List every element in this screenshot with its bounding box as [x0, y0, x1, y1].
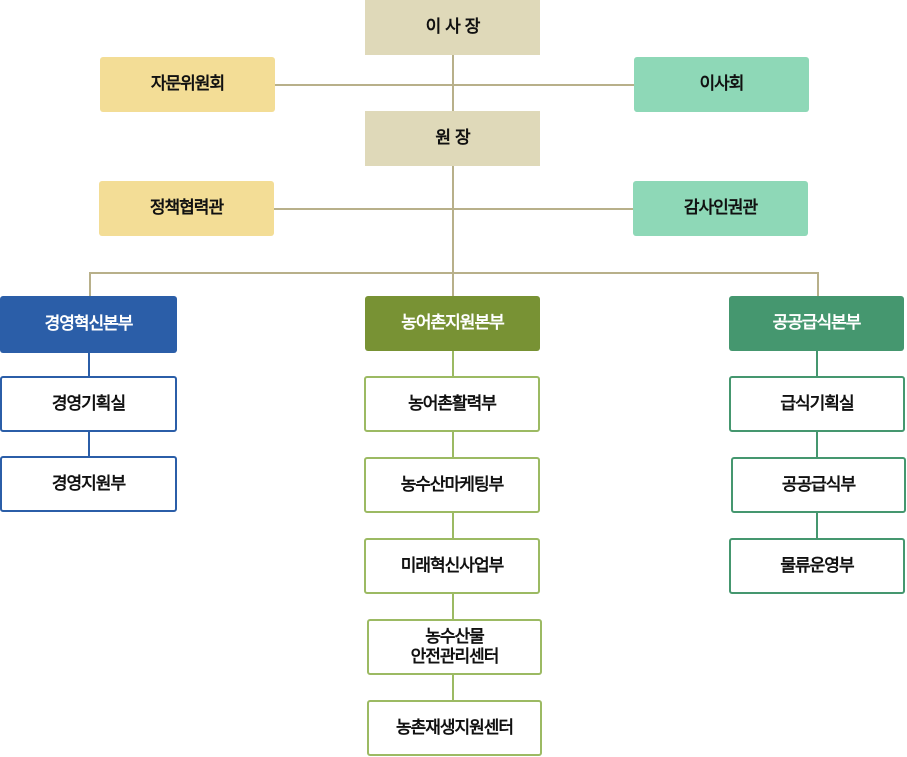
division-rural: 농어촌지원본부 — [365, 296, 540, 351]
connector-line — [816, 351, 818, 539]
connector-line — [89, 272, 819, 274]
unit-box: 급식기획실 — [729, 376, 905, 432]
unit-box: 물류운영부 — [729, 538, 905, 594]
unit-box: 경영지원부 — [0, 456, 177, 512]
chairman-box: 이 사 장 — [365, 0, 540, 55]
connector-line — [817, 272, 819, 296]
connector-line — [275, 84, 634, 86]
policy-officer-box: 정책협력관 — [99, 181, 274, 236]
division-catering: 공공급식본부 — [729, 296, 904, 351]
unit-box: 농수산마케팅부 — [364, 457, 540, 513]
unit-box: 공공급식부 — [731, 457, 906, 513]
connector-line — [274, 208, 633, 210]
unit-box: 농촌재생지원센터 — [367, 700, 542, 756]
board-box: 이사회 — [634, 57, 809, 112]
connector-line — [452, 351, 454, 701]
audit-officer-box: 감사인권관 — [633, 181, 808, 236]
division-management: 경영혁신본부 — [0, 296, 177, 353]
advisory-committee-box: 자문위원회 — [100, 57, 275, 112]
unit-box: 경영기획실 — [0, 376, 177, 432]
unit-box: 농어촌활력부 — [364, 376, 540, 432]
unit-box: 농수산물 안전관리센터 — [367, 619, 542, 675]
president-box: 원 장 — [365, 111, 540, 166]
connector-line — [452, 55, 454, 296]
connector-line — [89, 272, 91, 296]
unit-box: 미래혁신사업부 — [364, 538, 540, 594]
